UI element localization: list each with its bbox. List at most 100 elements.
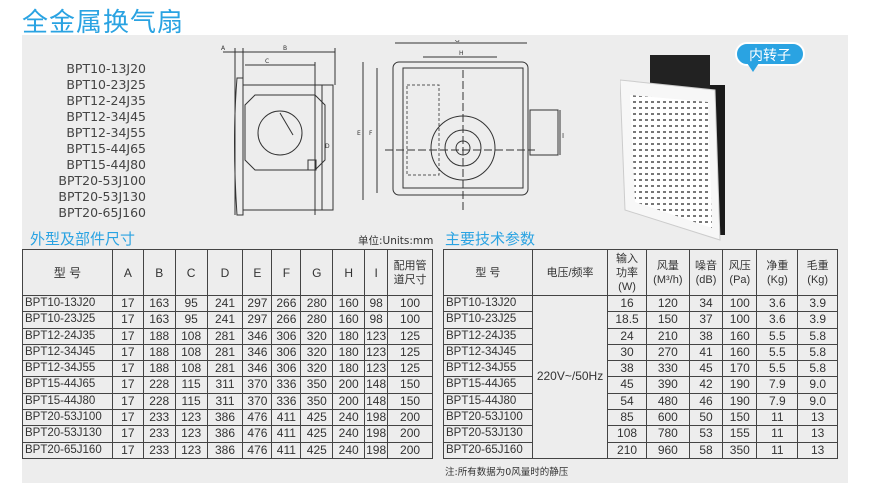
table-cell: 190 [722, 392, 758, 411]
table-cell: 5.5 [756, 360, 799, 378]
table-cell: 5.8 [797, 360, 838, 378]
table-cell: BPT12-34J55 [22, 360, 113, 378]
model-list-item: BPT12-34J55 [66, 125, 146, 140]
column-header: 风量(M³/h) [645, 249, 690, 296]
column-header: H [332, 249, 366, 296]
table-cell: 306 [271, 327, 302, 345]
table-cell: 240 [332, 441, 366, 459]
table-cell: BPT10-23J25 [22, 311, 113, 329]
table-cell: 100 [387, 294, 433, 313]
table-cell: 306 [271, 343, 302, 362]
table-cell: 281 [206, 360, 244, 378]
table-cell: 13 [797, 409, 838, 427]
table-cell: 100 [722, 311, 758, 329]
table-cell: 5.5 [756, 343, 799, 362]
table-cell: BPT20-53J100 [22, 409, 113, 427]
page-title: 全金属换气扇 [22, 8, 185, 38]
inner-rotor-badge: 内转子 [735, 42, 805, 72]
table-cell: 100 [722, 294, 758, 313]
table-cell: 3.9 [797, 311, 838, 329]
table-cell: 960 [645, 441, 690, 459]
table-cell: 53 [688, 425, 724, 443]
table-cell: 17 [111, 392, 144, 411]
column-header: 输入功率(W) [607, 249, 647, 296]
table-cell: 200 [332, 392, 366, 411]
table-cell: 480 [645, 392, 690, 411]
table-cell: 42 [688, 376, 724, 394]
table-cell: 45 [607, 376, 647, 394]
table-cell: 281 [206, 343, 244, 362]
table-cell: 476 [242, 441, 273, 459]
table-cell: 346 [242, 327, 273, 345]
table-cell: 150 [645, 311, 690, 329]
table-cell: 155 [722, 425, 758, 443]
table-cell: 188 [142, 343, 176, 362]
table-cell: BPT12-24J35 [443, 327, 533, 345]
table-cell: BPT12-24J35 [22, 327, 113, 345]
table-cell: BPT20-53J130 [22, 425, 113, 443]
table-cell: 3.9 [797, 294, 838, 313]
specs-table: 型 号电压/频率输入功率(W)风量(M³/h)噪音(dB)风压(Pa)净重(Kg… [443, 249, 838, 459]
table-cell: 425 [300, 441, 334, 459]
table-cell: 108 [174, 360, 208, 378]
table-cell: 108 [607, 425, 647, 443]
dim-label-g: G [455, 40, 460, 44]
table-cell: 266 [271, 294, 302, 313]
table-cell: BPT15-44J65 [22, 376, 113, 394]
table-cell: 163 [142, 294, 176, 313]
table-cell: 125 [387, 327, 433, 345]
table-cell: 297 [242, 311, 273, 329]
table-cell: BPT12-34J45 [443, 343, 533, 362]
column-header: D [206, 249, 244, 296]
table-cell: 240 [332, 409, 366, 427]
table-cell: 270 [645, 343, 690, 362]
table-cell: 58 [688, 441, 724, 459]
table-cell: 148 [364, 376, 389, 394]
table-cell: 115 [174, 376, 208, 394]
table-cell: 123 [174, 409, 208, 427]
product-photo [620, 55, 725, 241]
table-cell: 160 [332, 311, 366, 329]
column-header: B [142, 249, 176, 296]
side-view-drawing: A B C D [221, 45, 336, 216]
table-cell: BPT12-34J45 [22, 343, 113, 362]
table-cell: 346 [242, 343, 273, 362]
table-cell: 17 [111, 376, 144, 394]
model-list-item: BPT20-53J130 [58, 189, 146, 204]
table-cell: BPT15-44J80 [22, 392, 113, 411]
table-cell: 123 [174, 441, 208, 459]
table-cell: 160 [722, 327, 758, 345]
table-cell: 350 [722, 441, 758, 459]
table-cell: 17 [111, 327, 144, 345]
table-cell: 11 [756, 409, 799, 427]
table-cell: 370 [242, 392, 273, 411]
table-cell: 411 [271, 441, 302, 459]
table-cell: 5.8 [797, 327, 838, 345]
table-cell: 330 [645, 360, 690, 378]
table-cell: 3.6 [756, 311, 799, 329]
table-cell: 5.8 [797, 343, 838, 362]
table-cell: 210 [645, 327, 690, 345]
table-cell: 5.5 [756, 327, 799, 345]
voltage-cell: 220V~/50Hz [531, 295, 609, 459]
table-cell: 50 [688, 409, 724, 427]
model-list-item: BPT15-44J65 [66, 141, 146, 156]
table-cell: 120 [645, 294, 690, 313]
table-cell: 37 [688, 311, 724, 329]
table-cell: 17 [111, 409, 144, 427]
table-cell: 386 [206, 441, 244, 459]
table-cell: BPT15-44J80 [443, 392, 533, 411]
table-cell: 16 [607, 294, 647, 313]
table-cell: 38 [688, 327, 724, 345]
table-cell: 7.9 [756, 376, 799, 394]
table-cell: 41 [688, 343, 724, 362]
table-cell: 228 [142, 376, 176, 394]
table-cell: 11 [756, 425, 799, 443]
column-header: G [300, 249, 334, 296]
